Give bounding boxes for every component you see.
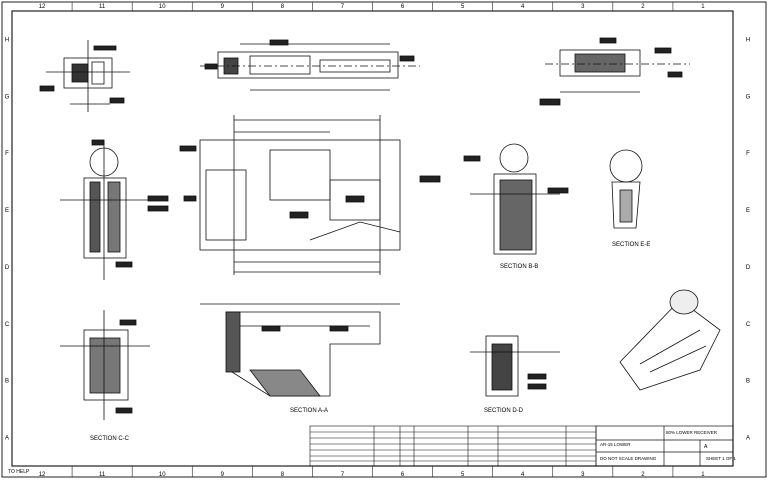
view-top-left (39, 40, 130, 112)
zone-column-top-12: 12 (39, 4, 46, 10)
zone-column-bottom-9: 9 (221, 472, 225, 478)
view-section-bb (463, 143, 569, 255)
zone-row-right-B: B (746, 379, 750, 385)
zone-row-right-G: G (746, 94, 751, 100)
zone-column-bottom-10: 10 (159, 472, 166, 478)
zone-row-left-F: F (5, 151, 9, 157)
zone-column-top-3: 3 (581, 4, 585, 10)
section-ee-label: SECTION E-E (612, 242, 650, 248)
zone-row-left-A: A (5, 436, 9, 442)
zone-column-bottom-8: 8 (281, 472, 285, 478)
title-line3: DO NOT SCALE DRAWING (600, 456, 657, 461)
zone-column-bottom-11: 11 (99, 472, 106, 478)
title-block (595, 425, 734, 467)
zone-row-right-D: D (746, 265, 751, 271)
zone-column-top-9: 9 (221, 4, 225, 10)
zone-row-left-G: G (5, 94, 10, 100)
zone-column-bottom-1: 1 (701, 472, 705, 478)
section-dd-label: SECTION D-D (484, 408, 524, 414)
zone-row-left-B: B (5, 379, 9, 385)
view-top-right (539, 37, 690, 106)
zone-column-top-7: 7 (341, 4, 345, 10)
zone-column-bottom-12: 12 (39, 472, 46, 478)
view-section-ee (609, 149, 643, 229)
zone-column-top-5: 5 (461, 4, 465, 10)
zone-column-bottom-5: 5 (461, 472, 465, 478)
zone-column-bottom-4: 4 (521, 472, 525, 478)
zone-row-right-C: C (746, 322, 751, 328)
view-middle-left (60, 139, 169, 280)
zone-column-bottom-7: 7 (341, 472, 345, 478)
zone-row-right-H: H (746, 37, 750, 43)
corner-label: TO HELP (8, 469, 30, 475)
view-top-center (200, 39, 420, 91)
section-aa-label: SECTION A-A (290, 408, 328, 414)
section-bb-label: SECTION B-B (500, 264, 538, 270)
zone-column-bottom-2: 2 (641, 472, 645, 478)
zone-column-top-6: 6 (401, 4, 405, 10)
zone-column-top-4: 4 (521, 4, 525, 10)
zone-column-top-8: 8 (281, 4, 285, 10)
view-center-main (179, 115, 441, 275)
zone-column-top-11: 11 (99, 4, 106, 10)
title-line2: AR-15 LOWER (600, 442, 631, 447)
zone-row-left-E: E (5, 208, 9, 214)
zone-row-right-E: E (746, 208, 750, 214)
zone-column-bottom-3: 3 (581, 472, 585, 478)
view-section-aa (200, 303, 400, 397)
zone-row-right-A: A (746, 436, 750, 442)
zone-row-right-F: F (746, 151, 750, 157)
zone-column-top-2: 2 (641, 4, 645, 10)
zone-column-top-10: 10 (159, 4, 166, 10)
title-revision: A (704, 444, 708, 450)
view-section-dd (470, 335, 560, 397)
zone-row-left-D: D (5, 265, 10, 271)
zone-row-left-C: C (5, 322, 10, 328)
view-section-cc (60, 310, 150, 420)
zone-row-left-H: H (5, 37, 9, 43)
isometric-view (619, 289, 721, 391)
title-line1: 80% LOWER RECEIVER (666, 430, 718, 435)
zone-column-bottom-6: 6 (401, 472, 405, 478)
title-sheet: SHEET 1 OF 1 (706, 456, 736, 461)
section-cc-label: SECTION C-C (90, 436, 130, 442)
zone-column-top-1: 1 (701, 4, 705, 10)
parts-list (309, 425, 597, 467)
